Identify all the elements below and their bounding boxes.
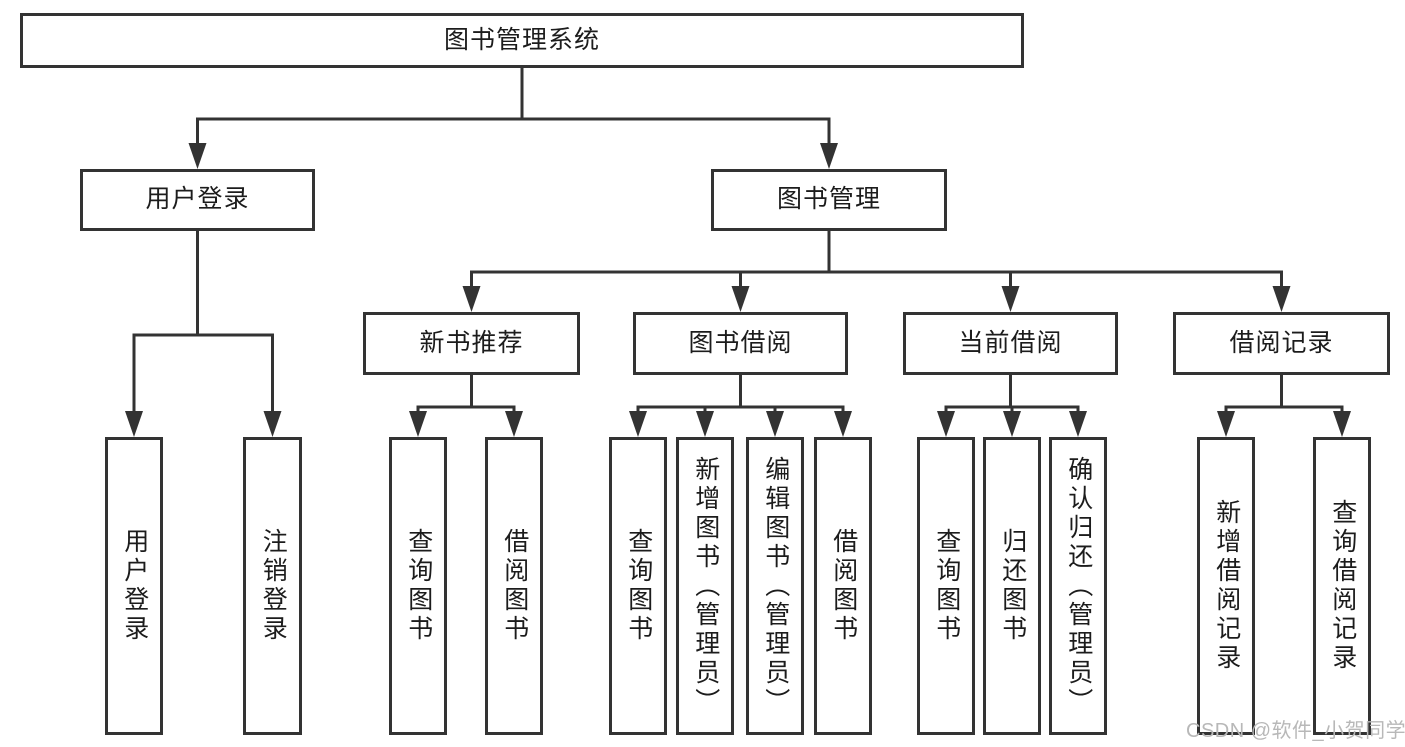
arrowhead-add-borrow-record bbox=[1217, 411, 1235, 437]
arrowhead-user-login-action bbox=[125, 411, 143, 437]
arrowhead-new-book-rec bbox=[462, 286, 481, 312]
arrowhead-logout-action bbox=[263, 411, 282, 437]
node-add-borrow-record: 新增借阅记录 bbox=[1197, 437, 1255, 735]
node-query-borrow-record: 查询借阅记录 bbox=[1313, 437, 1371, 735]
arrowhead-borrow-records bbox=[1272, 286, 1291, 312]
node-query-book-rec: 查询图书 bbox=[389, 437, 447, 735]
arrowhead-borrow-book bbox=[834, 411, 852, 437]
node-borrow-book: 借阅图书 bbox=[814, 437, 872, 735]
node-user-login-action: 用户登录 bbox=[105, 437, 163, 735]
arrowhead-borrow-book-rec bbox=[505, 411, 523, 437]
node-query-book-borrow: 查询图书 bbox=[609, 437, 667, 735]
arrowhead-edit-book-admin bbox=[766, 411, 784, 437]
arrowhead-return-book bbox=[1003, 411, 1021, 437]
node-add-book-admin: 新增图书（管理员） bbox=[676, 437, 734, 735]
arrowhead-add-book-admin bbox=[696, 411, 714, 437]
watermark: CSDN @软件_小贺同学 bbox=[1186, 720, 1405, 742]
node-root: 图书管理系统 bbox=[20, 13, 1024, 68]
node-query-book-current: 查询图书 bbox=[917, 437, 975, 735]
arrowhead-query-book-borrow bbox=[629, 411, 647, 437]
node-user-login: 用户登录 bbox=[80, 169, 315, 231]
arrowhead-book-mgmt bbox=[820, 143, 838, 169]
arrowhead-query-book-current bbox=[937, 411, 955, 437]
arrowhead-query-book-rec bbox=[409, 411, 427, 437]
node-borrow-records: 借阅记录 bbox=[1173, 312, 1390, 375]
node-return-book: 归还图书 bbox=[983, 437, 1041, 735]
arrowhead-confirm-return-admin bbox=[1069, 411, 1087, 437]
arrowhead-user-login bbox=[188, 143, 207, 169]
node-edit-book-admin: 编辑图书（管理员） bbox=[746, 437, 804, 735]
node-confirm-return-admin: 确认归还（管理员） bbox=[1049, 437, 1107, 735]
node-book-borrow: 图书借阅 bbox=[633, 312, 848, 375]
arrowhead-current-borrow bbox=[1001, 286, 1020, 312]
node-current-borrow: 当前借阅 bbox=[903, 312, 1118, 375]
arrowhead-query-borrow-record bbox=[1333, 411, 1351, 437]
arrowhead-book-borrow bbox=[731, 286, 750, 312]
node-book-mgmt: 图书管理 bbox=[711, 169, 947, 231]
node-logout-action: 注销登录 bbox=[243, 437, 302, 735]
node-borrow-book-rec: 借阅图书 bbox=[485, 437, 543, 735]
node-new-book-rec: 新书推荐 bbox=[363, 312, 580, 375]
